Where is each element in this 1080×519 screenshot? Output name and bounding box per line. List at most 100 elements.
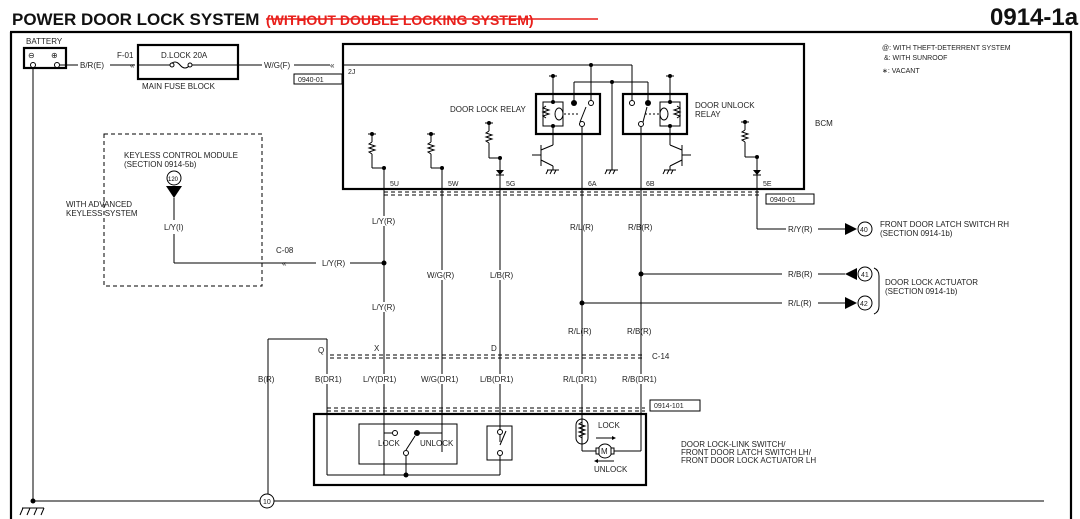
- resistor-icon: [426, 141, 436, 155]
- destination-label: FRONT DOOR LATCH SWITCH RH: [880, 220, 1009, 229]
- connector-icon: «: [130, 61, 135, 70]
- pin-label: 5W: [448, 181, 459, 188]
- pin-label: 6A: [588, 181, 597, 188]
- switch-lock-label: LOCK: [378, 439, 400, 448]
- terminal-40: [857, 221, 873, 237]
- battery-positive-icon: ⊕: [51, 51, 58, 60]
- wire-label: B/R(E): [80, 61, 104, 70]
- terminal-10: [259, 493, 275, 509]
- bcm-box: [341, 42, 806, 191]
- door-unlock-relay: DOOR UNLOCK RELAY: [621, 74, 755, 188]
- pin-label: 5E: [763, 181, 772, 188]
- connector-label: C-14: [652, 352, 670, 361]
- ref-box: [649, 399, 701, 412]
- resistor-icon: [541, 105, 551, 119]
- fuse-block-label: MAIN FUSE BLOCK: [142, 82, 216, 91]
- main-fuse-block: D.LOCK 20A MAIN FUSE BLOCK: [136, 43, 240, 91]
- ref-box: [765, 193, 815, 205]
- page-title: POWER DOOR LOCK SYSTEM: [12, 10, 259, 29]
- legend-item: &: WITH SUNROOF: [884, 55, 947, 62]
- relay-label: RELAY: [695, 110, 721, 119]
- pullup-5g: [484, 121, 504, 176]
- wire-label: W/G(F): [264, 61, 291, 70]
- resistor-icon: [672, 105, 682, 119]
- terminal-42: [857, 295, 873, 311]
- motor-lock-label: LOCK: [598, 421, 620, 430]
- connector-label: F-01: [117, 51, 134, 60]
- wire-label: L/Y(R): [372, 217, 395, 226]
- destination-label: (SECTION 0914-1b): [880, 229, 953, 238]
- pullup-5u: [367, 132, 386, 170]
- wire-label: R/L(R): [568, 327, 592, 336]
- wire-label: L/B(DR1): [480, 375, 514, 384]
- pin-label: 5G: [506, 181, 515, 188]
- struck-subtitle: (WITHOUT DOUBLE LOCKING SYSTEM): [266, 12, 534, 28]
- junction-dot: [403, 472, 409, 478]
- wire-label: L/Y(R): [372, 303, 395, 312]
- relay-label: DOOR LOCK RELAY: [450, 105, 527, 114]
- fuse-icon: [169, 61, 191, 69]
- resistor-icon: [484, 130, 494, 144]
- arrow-in-icon: [166, 186, 182, 198]
- pullup-5w: [426, 132, 444, 170]
- motor-unlock-label: UNLOCK: [594, 465, 628, 474]
- wire-label: R/L(DR1): [563, 375, 597, 384]
- arrow-in-icon: [845, 268, 857, 280]
- battery-negative-icon: ⊖: [28, 51, 35, 60]
- relay-label: DOOR UNLOCK: [695, 101, 755, 110]
- lock-link-switch-box: [358, 423, 458, 465]
- pin-label: Q: [318, 346, 324, 355]
- terminal-120: [166, 170, 182, 186]
- wire-label: B(R): [258, 375, 275, 384]
- destination-label: (SECTION 0914-1b): [885, 287, 958, 296]
- connector-label: C-08: [276, 246, 294, 255]
- legend-item: @: WITH THEFT-DETERRENT SYSTEM: [882, 45, 1011, 52]
- dr1-labels: B(DR1) L/Y(DR1) W/G(DR1) L/B(DR1) R/L(DR…: [314, 374, 661, 384]
- page-id: 0914-1a: [990, 4, 1079, 31]
- legend: @: WITH THEFT-DETERRENT SYSTEM &: WITH S…: [882, 45, 1011, 75]
- door-unit-label: FRONT DOOR LATCH SWITCH LH/: [681, 448, 812, 457]
- terminal-label: 10: [263, 499, 271, 506]
- junction-dot: [381, 260, 387, 266]
- option-label: KEYLESS SYSTEM: [66, 209, 138, 218]
- battery-neg-terminal: [30, 62, 36, 68]
- wire-labels: L/Y(R) L/Y(R) W/G(R) L/B(R) R/L(R) R/B(R…: [371, 216, 657, 336]
- resistor-icon: [367, 141, 377, 155]
- legend-item: ∗: VACANT: [882, 68, 920, 75]
- ground-icon: [604, 169, 618, 175]
- wire-label: L/B(R): [490, 271, 513, 280]
- wire-label: R/Y(R): [788, 225, 813, 234]
- battery: BATTERY ⊖ ⊕: [22, 37, 68, 70]
- option-label: WITH ADVANCED: [66, 200, 132, 209]
- battery-pos-terminal: [54, 62, 60, 68]
- resistor-icon: [740, 129, 750, 143]
- wire-label: R/B(R): [627, 327, 652, 336]
- ground-icon: [19, 507, 45, 516]
- connector-icon: «: [282, 259, 287, 268]
- wire-label: B(DR1): [315, 375, 342, 384]
- wire-label: L/Y(R): [322, 259, 345, 268]
- bracket: [873, 267, 880, 315]
- keyless-section: (SECTION 0914-5b): [124, 160, 197, 169]
- ground-icon: [545, 169, 559, 175]
- wire-label: L/Y(DR1): [363, 375, 397, 384]
- terminal-label: 40: [860, 227, 868, 234]
- pullup-5e: [740, 120, 761, 176]
- wire-label: R/L(R): [788, 299, 812, 308]
- wire-label: W/G(DR1): [421, 375, 459, 384]
- terminal-41: [857, 266, 873, 282]
- door-unit-label: FRONT DOOR LOCK ACTUATOR LH: [681, 456, 816, 465]
- fuse-block-box: [136, 43, 240, 81]
- wire-label: W/G(R): [427, 271, 454, 280]
- coil-icon: [554, 107, 564, 121]
- door-unit-label: DOOR LOCK-LINK SWITCH/: [681, 440, 786, 449]
- terminal-label: 42: [860, 301, 868, 308]
- connector-icon: «: [330, 61, 335, 70]
- terminal-label: 41: [861, 272, 869, 279]
- pin-label: 2J: [348, 69, 355, 76]
- keyless-module-box: [103, 133, 263, 287]
- pin-label: D: [491, 344, 497, 353]
- ref-box-label: 0940-01: [770, 197, 796, 204]
- coil-icon: [659, 107, 669, 121]
